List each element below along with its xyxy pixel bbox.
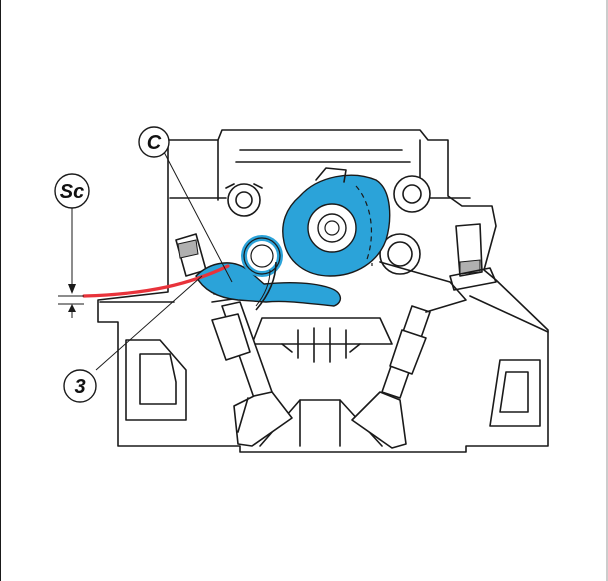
right-rocker-assembly — [371, 175, 497, 313]
clearance-reference-line — [82, 264, 230, 298]
camshaft-highlight — [195, 167, 391, 311]
left-valve — [211, 281, 293, 447]
left-rocker-hardware — [175, 183, 263, 277]
sc-dimension-marker — [58, 208, 84, 318]
callout-3: 3 — [63, 369, 97, 403]
callout-3-leader — [95, 275, 203, 371]
cylinder-head-outline — [97, 129, 549, 453]
callout-sc: Sc — [54, 173, 90, 209]
svg-text:C: C — [147, 132, 162, 154]
svg-text:3: 3 — [74, 376, 85, 398]
callout-c: C — [138, 126, 170, 158]
right-valve — [351, 305, 431, 449]
svg-text:Sc: Sc — [60, 181, 84, 203]
callout-c-leader — [163, 151, 233, 283]
